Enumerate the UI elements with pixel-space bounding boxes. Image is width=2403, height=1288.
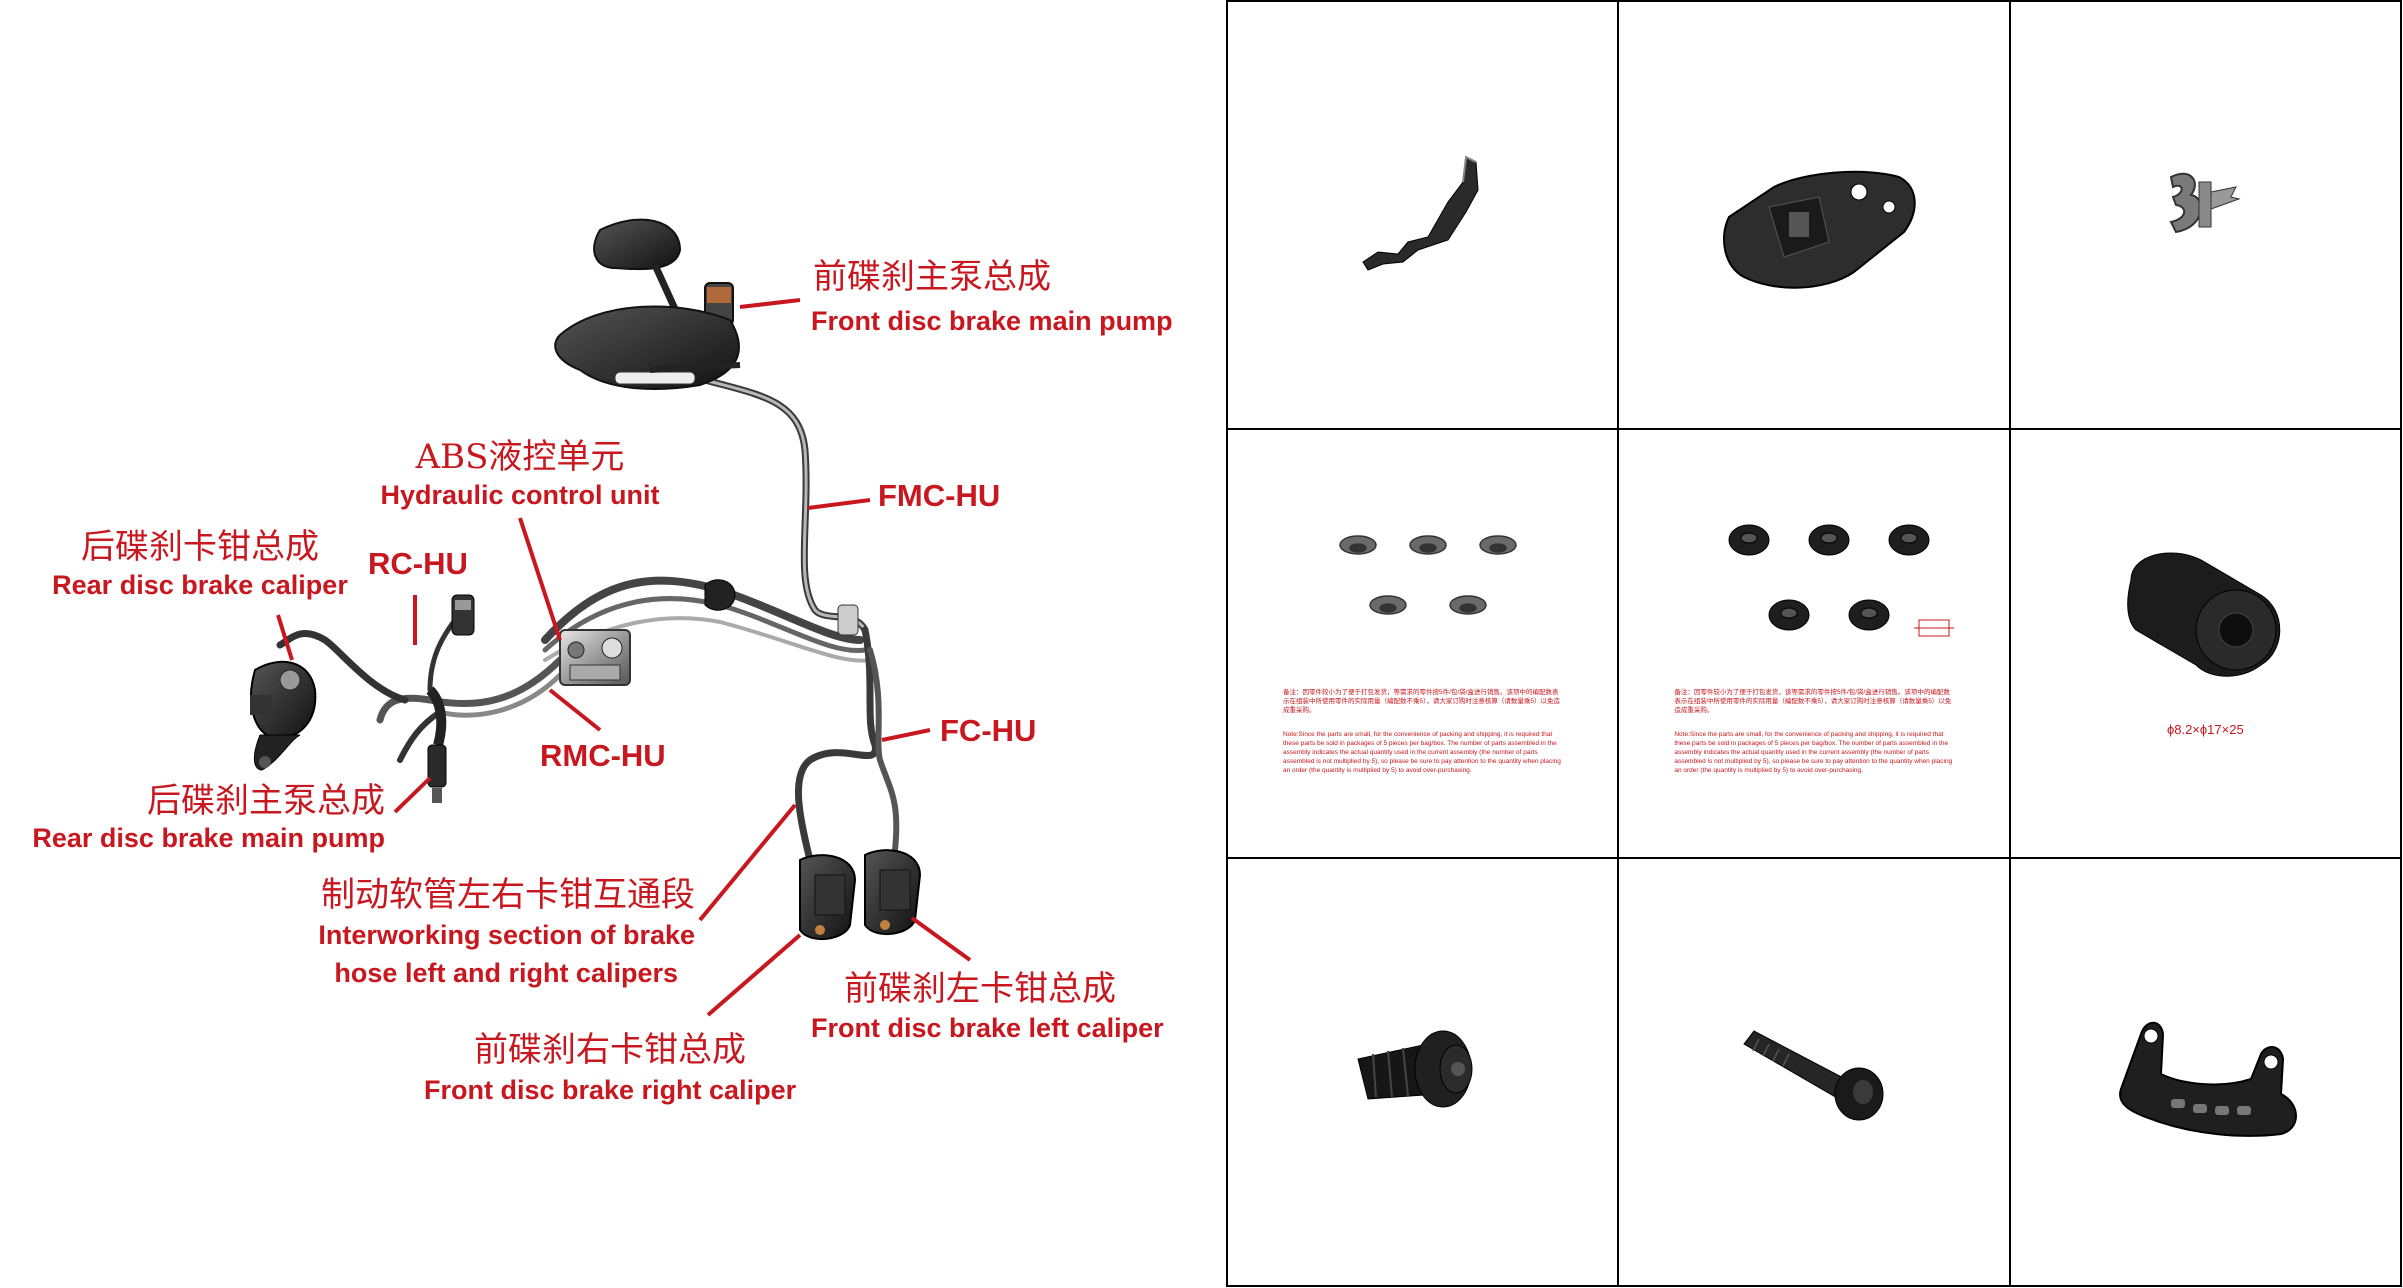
- abs-hydraulic-unit: [560, 630, 630, 685]
- hose-label-en-line1: Interworking section of brake: [200, 922, 695, 949]
- abs-label-en: Hydraulic control unit: [370, 482, 670, 509]
- rc-hu-label: RC-HU: [368, 548, 468, 579]
- rubber-grommet-set-icon: [1709, 510, 1969, 650]
- hose-label-en-line2: hose left and right calipers: [200, 960, 678, 987]
- brake-system-diagram: 前碟刹主泵总成 Front disc brake main pump ABS液控…: [0, 0, 1226, 1288]
- abs-label-zh: ABS液控单元: [370, 440, 670, 474]
- sleeve-dimension-label: ϕ8.2×ϕ17×25: [2011, 722, 2400, 737]
- rear-caliper: [250, 662, 315, 770]
- part-cell-bent-bracket[interactable]: [1228, 2, 1619, 430]
- packaging-note-en-2: Note:Since the parts are small, for the …: [1674, 730, 1954, 775]
- part-cell-flange-bolt[interactable]: [1228, 859, 1619, 1287]
- rear-caliper-label-en: Rear disc brake caliper: [40, 572, 360, 599]
- front-right-caliper-label-en: Front disc brake right caliper: [424, 1077, 796, 1104]
- flange-bolt-icon: [1348, 1019, 1498, 1129]
- part-cell-rubber-sleeve[interactable]: ϕ8.2×ϕ17×25: [2011, 430, 2402, 858]
- pipe-clip-icon: [2151, 157, 2261, 257]
- front-right-caliper-label-zh: 前碟刹右卡钳总成: [440, 1033, 780, 1067]
- bent-bracket-icon: [1348, 142, 1498, 272]
- caliper-bracket-icon: [2101, 994, 2311, 1144]
- grommet-set-icon: [1328, 520, 1528, 640]
- mounting-plate-icon: [1714, 157, 1924, 297]
- rear-caliper-label-zh: 后碟刹卡钳总成: [40, 530, 360, 564]
- rubber-sleeve-icon: [2111, 540, 2291, 700]
- packaging-note-zh: 备注：因零件较小为了便于打包发货，等需求的零件按5件/包/袋/盒进行销售。该项中…: [1283, 688, 1563, 715]
- rear-main-pump-label-zh: 后碟刹主泵总成: [20, 784, 385, 818]
- front-left-caliper-label-en: Front disc brake left caliper: [811, 1015, 1164, 1042]
- part-cell-rubber-grommet-set[interactable]: 备注：因零件较小为了便于打包发货，该等需求的零件按5件/包/袋/盒进行销售。该项…: [1619, 430, 2010, 858]
- packaging-note-zh-2: 备注：因零件较小为了便于打包发货，该等需求的零件按5件/包/袋/盒进行销售。该项…: [1674, 688, 1954, 715]
- part-cell-caliper-bracket[interactable]: [2011, 859, 2402, 1287]
- long-bolt-icon: [1739, 1019, 1899, 1129]
- fc-hu-label: FC-HU: [940, 715, 1036, 746]
- front-master-cylinder: [555, 220, 740, 389]
- front-calipers: [800, 850, 920, 939]
- part-cell-pipe-clip[interactable]: [2011, 2, 2402, 430]
- front-main-pump-label-zh: 前碟刹主泵总成: [813, 260, 1051, 294]
- packaging-note-en: Note:Since the parts are small, for the …: [1283, 730, 1563, 775]
- hose-label-zh: 制动软管左右卡钳互通段: [200, 878, 695, 912]
- rmc-hu-label: RMC-HU: [540, 740, 666, 771]
- part-cell-mounting-plate[interactable]: [1619, 2, 2010, 430]
- parts-grid: 备注：因零件较小为了便于打包发货，等需求的零件按5件/包/袋/盒进行销售。该项中…: [1226, 0, 2402, 1287]
- front-main-pump-label-en: Front disc brake main pump: [811, 308, 1173, 335]
- part-cell-long-bolt[interactable]: [1619, 859, 2010, 1287]
- part-cell-grommet-set[interactable]: 备注：因零件较小为了便于打包发货，等需求的零件按5件/包/袋/盒进行销售。该项中…: [1228, 430, 1619, 858]
- rear-main-pump-label-en: Rear disc brake main pump: [20, 825, 385, 852]
- front-left-caliper-label-zh: 前碟刹左卡钳总成: [810, 972, 1150, 1006]
- fmc-hu-label: FMC-HU: [878, 480, 1000, 511]
